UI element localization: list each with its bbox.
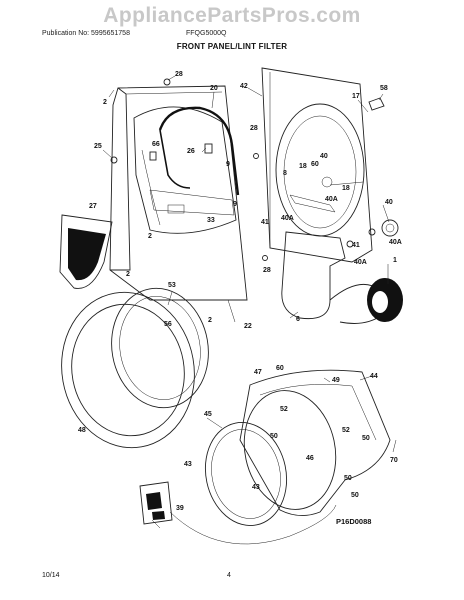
- callout-52b: 52: [342, 427, 350, 434]
- callout-47: 47: [254, 369, 262, 376]
- callout-26: 26: [187, 148, 195, 155]
- model-number: FFQG5000Q: [186, 30, 227, 37]
- inner-door-frame: [239, 369, 391, 516]
- callout-60: 60: [311, 161, 319, 168]
- callout-18: 18: [299, 163, 307, 170]
- diagram-code: P16D0088: [336, 517, 371, 526]
- callout-43: 43: [184, 461, 192, 468]
- callout-56: 56: [164, 321, 172, 328]
- callout-44: 44: [370, 373, 378, 380]
- callout-33: 33: [207, 217, 215, 224]
- callout-28c: 28: [263, 267, 271, 274]
- callout-22: 22: [244, 323, 252, 330]
- watermark: AppliancePartsPros.com: [103, 4, 361, 27]
- callout-28: 28: [175, 71, 183, 78]
- lint-filter: [59, 214, 113, 289]
- callout-28b: 28: [250, 125, 258, 132]
- callout-17: 17: [352, 93, 360, 100]
- callout-40a: 40A: [281, 215, 294, 222]
- callout-8: 8: [283, 170, 287, 177]
- callout-27: 27: [89, 203, 97, 210]
- callout-46: 46: [306, 455, 314, 462]
- footer-date: 10/14: [42, 572, 60, 579]
- callout-39: 39: [176, 505, 184, 512]
- callout-1: 1: [393, 257, 397, 264]
- callout-49: 49: [332, 377, 340, 384]
- callout-40a-d: 40A: [354, 259, 367, 266]
- callout-60b: 60: [276, 365, 284, 372]
- door-inner-ring: [111, 287, 209, 409]
- callout-45: 45: [204, 411, 212, 418]
- hinge-path: [169, 504, 337, 545]
- outer-door: [61, 291, 195, 449]
- callout-25: 25: [94, 143, 102, 150]
- callout-50c: 50: [344, 475, 352, 482]
- door-glass: [204, 422, 288, 526]
- callout-42: 42: [240, 83, 248, 90]
- front-bulkhead: [261, 67, 373, 263]
- callout-50b: 50: [362, 435, 370, 442]
- callout-50: 50: [270, 433, 278, 440]
- callout-70: 70: [390, 457, 398, 464]
- section-title: FRONT PANEL/LINT FILTER: [176, 42, 288, 51]
- callout-41: 41: [261, 219, 269, 226]
- callout-2c: 2: [126, 271, 130, 278]
- callout-41b: 41: [352, 242, 360, 249]
- blower-wheel: [367, 278, 403, 322]
- callout-2b: 2: [148, 233, 152, 240]
- callout-50d: 50: [351, 492, 359, 499]
- callout-58: 58: [380, 85, 388, 92]
- door-seal-gasket: [158, 106, 240, 196]
- publication-number: Publication No: 5995651758: [42, 30, 130, 37]
- callout-40b: 40: [385, 199, 393, 206]
- callout-6: 6: [296, 316, 300, 323]
- front-panel: [109, 85, 248, 301]
- callout-40a-c: 40A: [389, 239, 402, 246]
- page-number: 4: [227, 572, 231, 579]
- callout-9: 9: [226, 161, 230, 168]
- callout-48: 48: [78, 427, 86, 434]
- callout-20: 20: [210, 85, 218, 92]
- small-parts: [110, 78, 399, 261]
- callout-40a-b: 40A: [325, 196, 338, 203]
- callout-2: 2: [103, 99, 107, 106]
- callout-18b: 18: [342, 185, 350, 192]
- callout-40: 40: [320, 153, 328, 160]
- callout-labels: 28 2 20 42 58 17 25 66 26 9 28 18 60 40 …: [78, 71, 402, 526]
- callout-2d: 2: [208, 317, 212, 324]
- callout-52: 52: [280, 406, 288, 413]
- callout-9b: 9: [233, 201, 237, 208]
- door-hinge: [139, 481, 173, 525]
- callout-53: 53: [168, 282, 176, 289]
- leader-lines: [102, 75, 397, 529]
- callout-43b: 43: [252, 484, 260, 491]
- callout-66: 66: [152, 141, 160, 148]
